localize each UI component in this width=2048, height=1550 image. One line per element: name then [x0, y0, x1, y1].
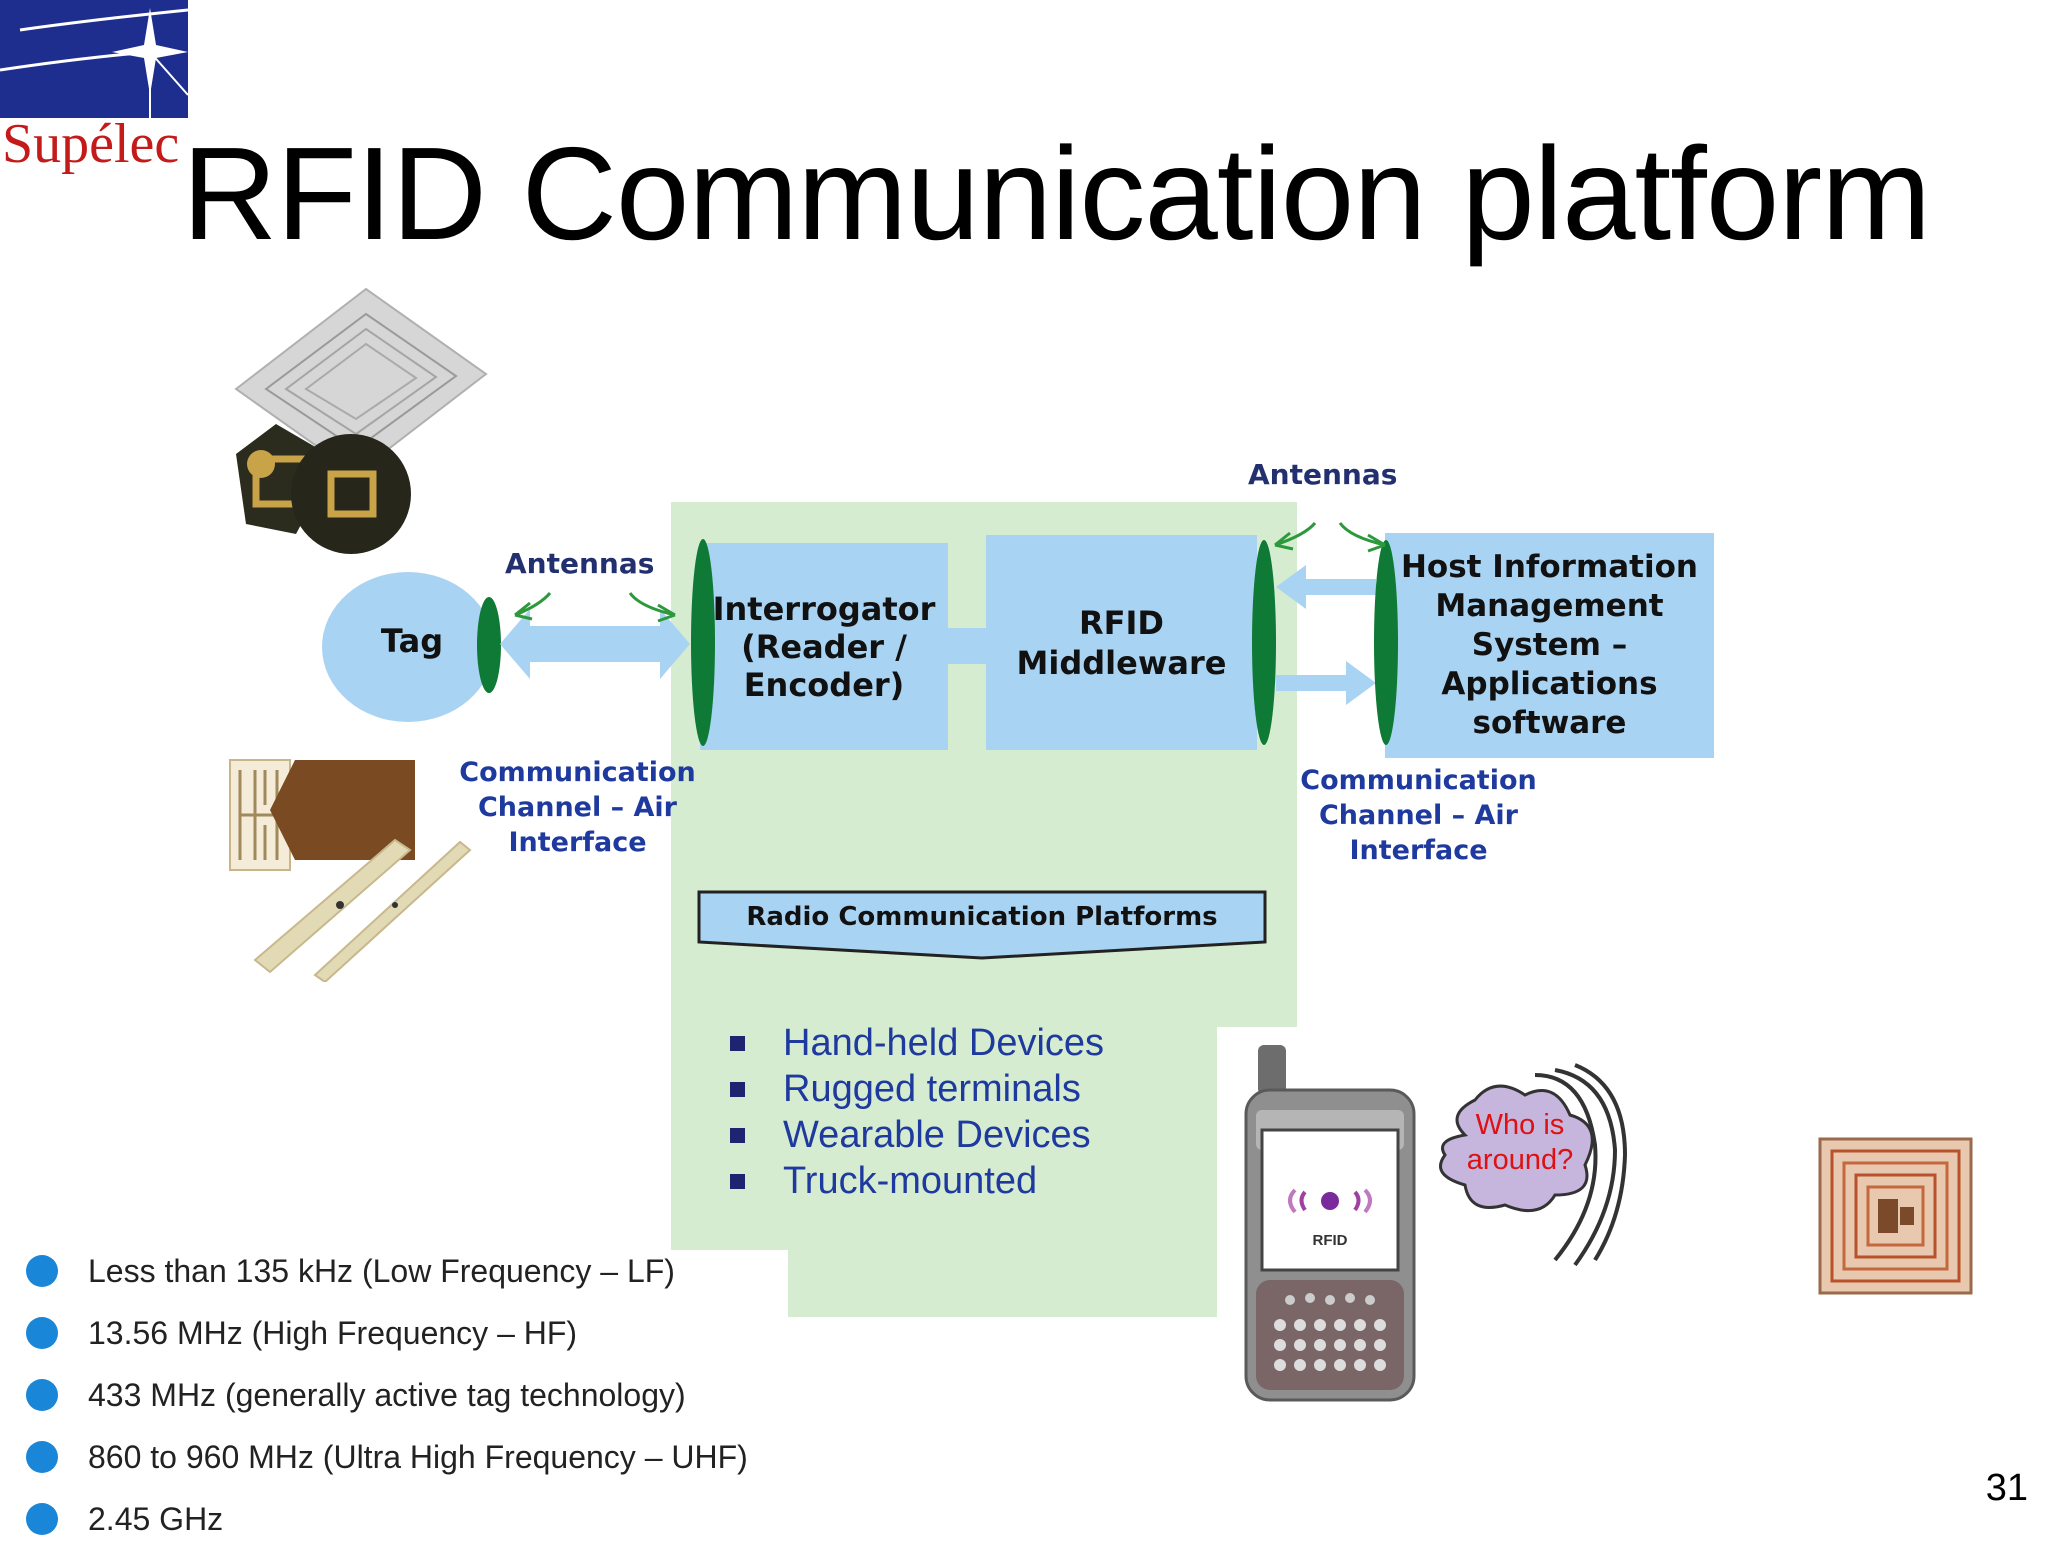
bubble-line-1: Who is — [1475, 1109, 1565, 1141]
bullet-square-icon — [730, 1173, 745, 1189]
antenna-left-tag — [477, 597, 501, 693]
air-interface-arrow-left — [500, 604, 690, 684]
comm-left-line-3: Interface — [508, 827, 647, 858]
rfid-chip-image — [1818, 1137, 1973, 1295]
host-line-5: software — [1472, 705, 1627, 741]
list-item: Truck-mounted — [726, 1158, 1104, 1204]
frequency-label: 13.56 MHz (High Frequency – HF) — [88, 1314, 578, 1351]
bullet-square-icon — [730, 1081, 745, 1097]
antenna-middleware — [1252, 540, 1276, 745]
device-label: Wearable Devices — [783, 1113, 1091, 1156]
antenna-wave-marks-left — [514, 592, 676, 623]
antennas-label-left: Antennas — [505, 547, 655, 580]
bubble-line-2: around? — [1466, 1144, 1574, 1176]
platform-area-lower — [788, 1245, 1217, 1317]
middleware-line-2: Middleware — [1016, 643, 1227, 682]
bubble-text: Who is around? — [1445, 1108, 1595, 1178]
middleware-box: RFID Middleware — [986, 535, 1257, 750]
platform-area-middle — [671, 1020, 1217, 1250]
interrogator-line-3: Encoder) — [743, 665, 905, 704]
comm-right-line-3: Interface — [1349, 835, 1488, 866]
list-item: Hand-held Devices — [726, 1020, 1104, 1066]
bullet-square-icon — [730, 1035, 745, 1051]
frequency-label: Less than 135 kHz (Low Frequency – LF) — [88, 1252, 675, 1289]
interrogator-line-1: Interrogator — [712, 589, 936, 628]
middleware-line-1: RFID — [1079, 603, 1164, 642]
device-label: Hand-held Devices — [783, 1021, 1105, 1064]
list-item: Wearable Devices — [726, 1112, 1104, 1158]
host-line-4: Applications — [1441, 666, 1658, 702]
bullet-dot-icon — [26, 1379, 58, 1411]
comm-right-line-1: Communication — [1300, 765, 1537, 796]
interrogator-middleware-link — [948, 628, 988, 664]
comm-right-line-2: Channel – Air — [1318, 800, 1519, 831]
frequency-label: 433 MHz (generally active tag technology… — [88, 1376, 686, 1413]
list-item: 433 MHz (generally active tag technology… — [26, 1364, 748, 1426]
tag-node — [322, 572, 494, 722]
radio-platforms-banner: Radio Communication Platforms — [697, 890, 1267, 965]
frequency-label: 2.45 GHz — [88, 1500, 224, 1537]
label-tags-image — [225, 750, 475, 984]
bullet-dot-icon — [26, 1441, 58, 1473]
page-title: RFID Communication platform — [182, 120, 1931, 267]
bullet-dot-icon — [26, 1255, 58, 1287]
device-list: Hand-held Devices Rugged terminals Weara… — [726, 1020, 1104, 1204]
host-system-box: Host Information Management System – App… — [1385, 533, 1714, 758]
tag-label: Tag — [380, 622, 444, 660]
rfid-tags-image — [226, 284, 496, 564]
bullet-square-icon — [730, 1127, 745, 1143]
list-item: 2.45 GHz — [26, 1488, 748, 1550]
host-link-arrows — [1276, 565, 1376, 705]
star-icon — [0, 8, 188, 118]
bullet-dot-icon — [26, 1503, 58, 1535]
frequency-list: Less than 135 kHz (Low Frequency – LF) 1… — [26, 1240, 748, 1550]
logo-graphic — [0, 0, 188, 118]
list-item: 13.56 MHz (High Frequency – HF) — [26, 1302, 748, 1364]
frequency-label: 860 to 960 MHz (Ultra High Frequency – U… — [88, 1438, 748, 1475]
logo-wordmark: Supélec — [2, 113, 180, 175]
device-label: Truck-mounted — [783, 1159, 1038, 1202]
host-line-2: Management — [1435, 588, 1664, 624]
host-line-1: Host Information — [1400, 549, 1698, 585]
interrogator-box: Interrogator (Reader / Encoder) — [700, 543, 948, 750]
antennas-label-right: Antennas — [1248, 458, 1398, 491]
antenna-interrogator — [691, 539, 715, 746]
bullet-dot-icon — [26, 1317, 58, 1349]
list-item: 860 to 960 MHz (Ultra High Frequency – U… — [26, 1426, 748, 1488]
slide-number: 31 — [1985, 1467, 2028, 1509]
comm-channel-label-left: Communication Channel – Air Interface — [455, 755, 700, 860]
list-item: Rugged terminals — [726, 1066, 1104, 1112]
antenna-host — [1374, 540, 1398, 745]
thought-bubble: Who is around? — [1425, 1055, 1630, 1270]
phone-screen-label: RFID — [1312, 1232, 1348, 1249]
interrogator-line-2: (Reader / — [741, 627, 907, 666]
comm-left-line-2: Channel – Air — [477, 792, 678, 823]
list-item: Less than 135 kHz (Low Frequency – LF) — [26, 1240, 748, 1302]
radio-platforms-label: Radio Communication Platforms — [746, 902, 1218, 932]
host-line-3: System – — [1471, 627, 1628, 663]
antenna-wave-marks-right — [1274, 521, 1386, 553]
comm-channel-label-right: Communication Channel – Air Interface — [1296, 763, 1541, 868]
device-label: Rugged terminals — [783, 1067, 1081, 1110]
rfid-phone-image: RFID — [1240, 1040, 1420, 1405]
comm-left-line-1: Communication — [459, 757, 696, 788]
